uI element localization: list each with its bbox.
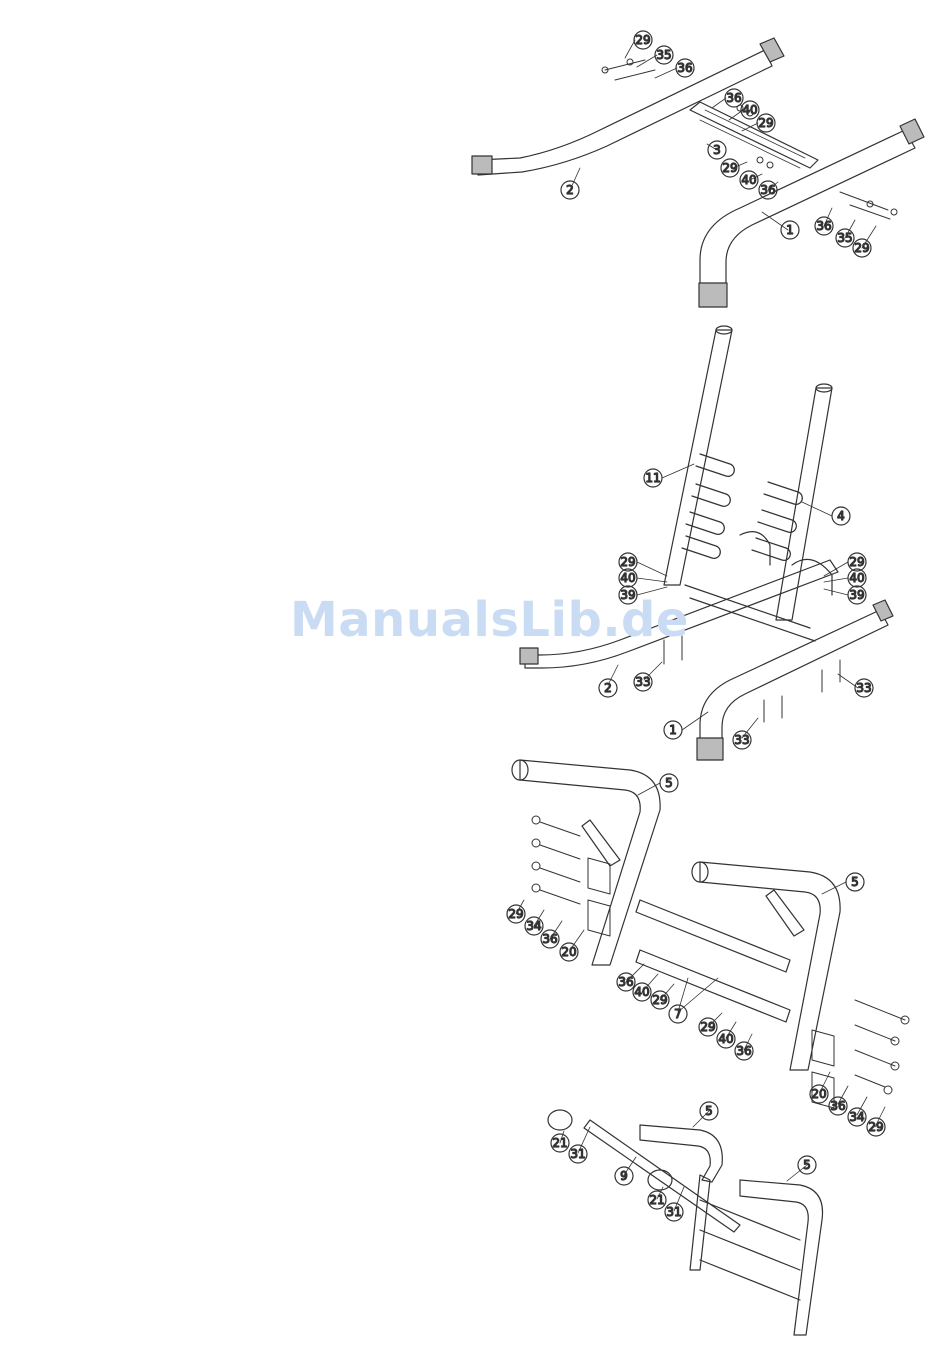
callout-label: 5	[851, 875, 859, 889]
callout-label: 31	[666, 1205, 681, 1219]
callout-label: 4	[837, 509, 845, 523]
callout-label: 7	[674, 1007, 682, 1021]
rear-end-cap-left	[472, 156, 492, 174]
step3-callouts: 5 5 29 34 36 20 36 40 29 7 29 40 36 20 3…	[507, 774, 885, 1136]
callout-label: 29	[758, 116, 773, 130]
callout-label: 29	[849, 555, 864, 569]
callout-label: 29	[868, 1120, 883, 1134]
callout-label: 29	[635, 33, 650, 47]
callout-label: 36	[830, 1099, 845, 1113]
callout-label: 40	[741, 173, 756, 187]
callout-label: 21	[552, 1136, 567, 1150]
callout-label: 29	[620, 555, 635, 569]
callout-label: 39	[849, 588, 864, 602]
callout-label: 20	[811, 1087, 826, 1101]
callout-label: 3	[713, 143, 721, 157]
callout-label: 2	[566, 183, 574, 197]
callout-label: 31	[570, 1147, 585, 1161]
callout-label: 11	[645, 471, 660, 485]
callout-label: 36	[618, 975, 633, 989]
callout-label: 9	[620, 1169, 628, 1183]
callout-label: 2	[604, 681, 612, 695]
callout-label: 40	[634, 985, 649, 999]
lower-side-frame	[740, 1180, 823, 1335]
callout-label: 39	[620, 588, 635, 602]
callout-label: 20	[561, 945, 576, 959]
step3-side-frame-assembly: 5 5 29 34 36 20 36 40 29 7 29 40 36 20 3…	[507, 760, 909, 1136]
callout-label: 29	[722, 161, 737, 175]
handle-grip-upper	[548, 1110, 572, 1130]
callout-label: 29	[508, 907, 523, 921]
callout-label: 35	[656, 48, 671, 62]
rear-base-tube	[478, 50, 772, 175]
left-upright	[664, 330, 732, 585]
step2-callouts: 11 4 29 40 39 29 40 39 2 33 33 1 33	[599, 469, 873, 749]
step2-bolts	[664, 636, 840, 722]
weight-horns	[682, 454, 802, 560]
callout-label: 5	[705, 1104, 713, 1118]
callout-label: 36	[816, 219, 831, 233]
front-base-tube-2	[700, 610, 888, 740]
front-end-cap-bottom	[699, 283, 727, 307]
callout-label: 5	[665, 776, 673, 790]
callout-label: 29	[652, 993, 667, 1007]
front-end-cap-right	[900, 119, 924, 144]
callout-label: 33	[635, 675, 650, 689]
callout-label: 36	[677, 61, 692, 75]
callout-label: 36	[542, 932, 557, 946]
callout-label: 40	[620, 571, 635, 585]
callout-label: 40	[718, 1032, 733, 1046]
callout-label: 29	[700, 1020, 715, 1034]
upper-side-frame	[640, 1125, 722, 1182]
callout-label: 35	[837, 231, 852, 245]
left-side-frame	[520, 760, 660, 965]
callout-label: 40	[742, 103, 757, 117]
handle-bar	[584, 1120, 740, 1232]
callout-label: 29	[854, 241, 869, 255]
callout-label: 21	[649, 1193, 664, 1207]
callout-label: 5	[803, 1158, 811, 1172]
step1-base-assembly: 29 35 36 36 40 29 3 29 40 36 2 36 35 29 …	[472, 31, 924, 307]
callout-label: 40	[849, 571, 864, 585]
callout-label: 36	[760, 183, 775, 197]
step3-hardware	[532, 816, 909, 1108]
callout-label: 36	[726, 91, 741, 105]
callout-label: 33	[856, 681, 871, 695]
callout-label: 33	[734, 733, 749, 747]
callout-label: 36	[736, 1044, 751, 1058]
upper-cross-bar	[636, 900, 790, 972]
callout-label: 34	[849, 1110, 864, 1124]
step4-handle-assembly: 5 21 31 9 21 31 5	[548, 1102, 823, 1335]
rear-end-cap-right	[760, 38, 784, 62]
callout-label: 1	[786, 223, 794, 237]
step2-upright-assembly: 11 4 29 40 39 29 40 39 2 33 33 1 33	[520, 326, 893, 760]
callout-label: 1	[669, 723, 677, 737]
callout-label: 34	[526, 919, 541, 933]
lower-cross-bar	[636, 950, 790, 1022]
step4-leaders	[560, 1111, 807, 1211]
